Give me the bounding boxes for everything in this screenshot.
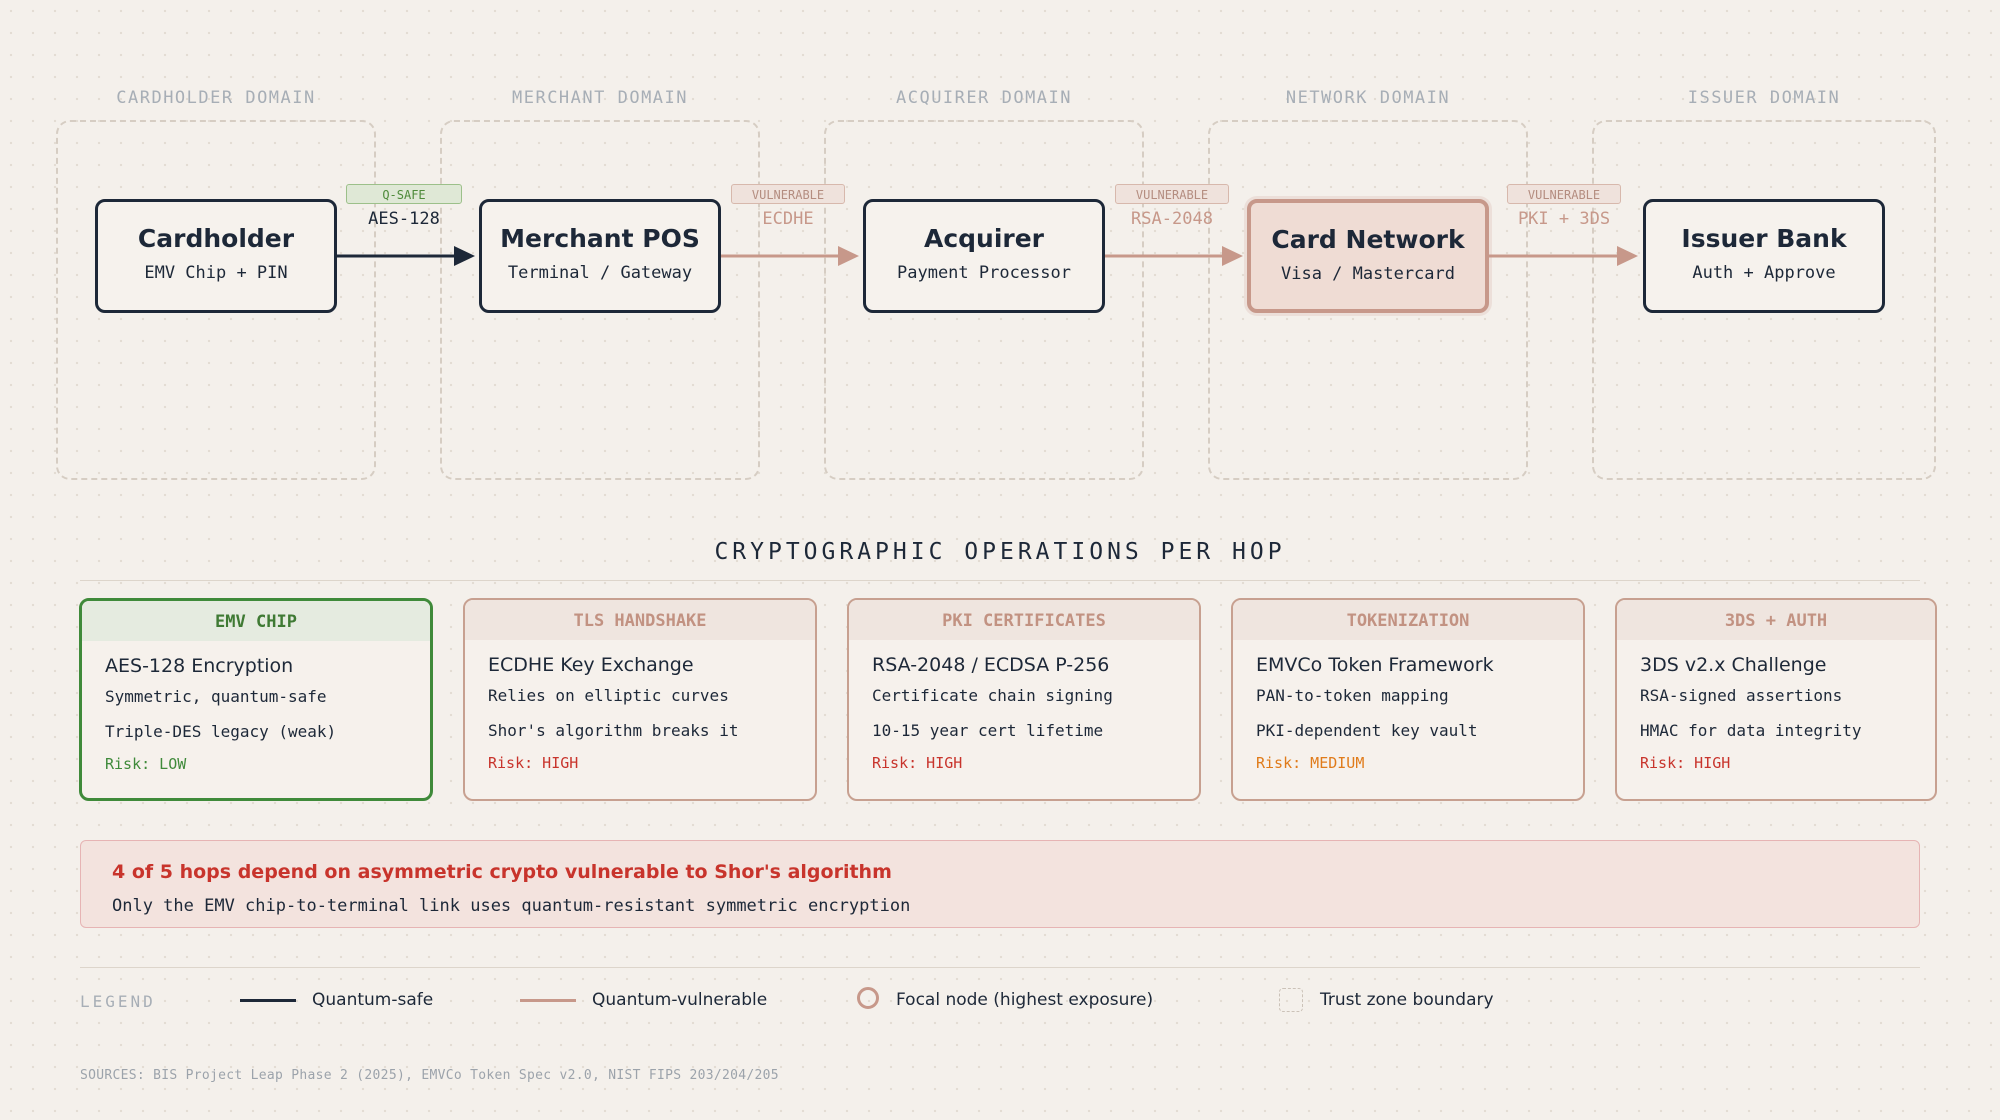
card-tokenization: TOKENIZATION EMVCo Token Framework PAN-t… bbox=[1231, 598, 1585, 801]
edge-protocol-rsa: RSA-2048 bbox=[1131, 209, 1213, 229]
node-merchant-pos[interactable]: Merchant POS Terminal / Gateway bbox=[479, 199, 721, 313]
zone-label-issuer: ISSUER DOMAIN bbox=[1687, 88, 1841, 108]
legend-quantum-safe: Quantum-safe bbox=[312, 990, 434, 1010]
legend-quantum-vulnerable: Quantum-vulnerable bbox=[592, 990, 768, 1010]
edge-badge-vulnerable: VULNERABLE bbox=[1115, 184, 1229, 204]
node-card-network[interactable]: Card Network Visa / Mastercard bbox=[1247, 199, 1489, 313]
card-risk-medium: Risk: MEDIUM bbox=[1256, 754, 1365, 772]
node-subtitle: Visa / Mastercard bbox=[1281, 264, 1455, 284]
section-divider bbox=[80, 580, 1920, 581]
legend-swatch-quantum-safe bbox=[240, 999, 296, 1002]
node-issuer-bank[interactable]: Issuer Bank Auth + Approve bbox=[1643, 199, 1885, 313]
zone-label-merchant: MERCHANT DOMAIN bbox=[511, 88, 689, 108]
card-header: EMV CHIP bbox=[82, 601, 430, 641]
node-cardholder[interactable]: Cardholder EMV Chip + PIN bbox=[95, 199, 337, 313]
card-detail: PKI-dependent key vault bbox=[1256, 721, 1478, 740]
card-3ds-auth: 3DS + AUTH 3DS v2.x Challenge RSA-signed… bbox=[1615, 598, 1937, 801]
node-subtitle: EMV Chip + PIN bbox=[144, 263, 288, 283]
card-detail: Shor's algorithm breaks it bbox=[488, 721, 739, 740]
card-risk-high: Risk: HIGH bbox=[488, 754, 579, 772]
card-risk-high: Risk: HIGH bbox=[1640, 754, 1731, 772]
edge-protocol-aes: AES-128 bbox=[368, 209, 440, 229]
edge-badge-vulnerable: VULNERABLE bbox=[731, 184, 845, 204]
card-pki-certificates: PKI CERTIFICATES RSA-2048 / ECDSA P-256 … bbox=[847, 598, 1201, 801]
card-emv-chip: EMV CHIP AES-128 Encryption Symmetric, q… bbox=[79, 598, 433, 801]
focal-node-circle-icon bbox=[857, 987, 879, 1009]
edge-badge-vulnerable: VULNERABLE bbox=[1507, 184, 1621, 204]
node-title: Merchant POS bbox=[500, 224, 700, 253]
edge-protocol-pki-3ds: PKI + 3DS bbox=[1517, 209, 1611, 229]
edge-arrow-acquirer-network bbox=[1222, 246, 1243, 266]
node-subtitle: Auth + Approve bbox=[1692, 263, 1836, 283]
edge-arrow-network-issuer bbox=[1617, 246, 1638, 266]
legend-swatch-quantum-vulnerable bbox=[520, 999, 576, 1002]
alert-subtitle: Only the EMV chip-to-terminal link uses … bbox=[112, 896, 911, 916]
node-title: Cardholder bbox=[137, 224, 295, 253]
node-subtitle: Payment Processor bbox=[897, 263, 1071, 283]
node-subtitle: Terminal / Gateway bbox=[507, 263, 693, 283]
legend-trust-zone: Trust zone boundary bbox=[1320, 990, 1494, 1010]
alert-title: 4 of 5 hops depend on asymmetric crypto … bbox=[112, 861, 892, 883]
card-header: TOKENIZATION bbox=[1233, 600, 1583, 640]
card-header: TLS HANDSHAKE bbox=[465, 600, 815, 640]
card-title: 3DS v2.x Challenge bbox=[1640, 654, 1827, 676]
section-title: CRYPTOGRAPHIC OPERATIONS PER HOP bbox=[714, 539, 1286, 565]
card-header: PKI CERTIFICATES bbox=[849, 600, 1199, 640]
zone-boundary-acquirer bbox=[824, 120, 1144, 480]
node-title: Issuer Bank bbox=[1681, 224, 1847, 253]
edge-badge-q-safe: Q-SAFE bbox=[346, 184, 462, 204]
card-detail: 10-15 year cert lifetime bbox=[872, 721, 1104, 740]
zone-label-network: NETWORK DOMAIN bbox=[1285, 88, 1451, 108]
card-header: 3DS + AUTH bbox=[1617, 600, 1935, 640]
legend-focal-node: Focal node (highest exposure) bbox=[896, 990, 1154, 1010]
zone-boundary-cardholder bbox=[56, 120, 376, 480]
card-detail: Certificate chain signing bbox=[872, 686, 1113, 705]
edge-arrow-cardholder-merchant bbox=[454, 246, 475, 266]
card-tls-handshake: TLS HANDSHAKE ECDHE Key Exchange Relies … bbox=[463, 598, 817, 801]
card-detail: Relies on elliptic curves bbox=[488, 686, 729, 705]
legend-divider bbox=[80, 967, 1920, 968]
trust-zone-icon bbox=[1279, 988, 1303, 1012]
legend-label: LEGEND bbox=[80, 992, 156, 1011]
card-title: EMVCo Token Framework bbox=[1256, 654, 1494, 676]
node-title: Card Network bbox=[1271, 225, 1465, 254]
card-title: AES-128 Encryption bbox=[105, 655, 294, 677]
card-detail: Symmetric, quantum-safe bbox=[105, 687, 327, 706]
edge-arrow-merchant-acquirer bbox=[838, 246, 859, 266]
node-acquirer[interactable]: Acquirer Payment Processor bbox=[863, 199, 1105, 313]
card-title: ECDHE Key Exchange bbox=[488, 654, 694, 676]
card-risk-high: Risk: HIGH bbox=[872, 754, 963, 772]
card-detail: Triple-DES legacy (weak) bbox=[105, 722, 337, 741]
card-detail: PAN-to-token mapping bbox=[1256, 686, 1449, 705]
node-title: Acquirer bbox=[923, 224, 1045, 253]
card-detail: RSA-signed assertions bbox=[1640, 686, 1843, 705]
card-detail: HMAC for data integrity bbox=[1640, 721, 1862, 740]
zone-label-acquirer: ACQUIRER DOMAIN bbox=[895, 88, 1073, 108]
sources-footnote: SOURCES: BIS Project Leap Phase 2 (2025)… bbox=[80, 1068, 779, 1083]
zone-boundary-network bbox=[1208, 120, 1528, 480]
card-risk-low: Risk: LOW bbox=[105, 755, 187, 773]
zone-boundary-issuer bbox=[1592, 120, 1936, 480]
zone-boundary-merchant bbox=[440, 120, 760, 480]
card-title: RSA-2048 / ECDSA P-256 bbox=[872, 654, 1110, 676]
vulnerability-alert: 4 of 5 hops depend on asymmetric crypto … bbox=[80, 840, 1920, 928]
zone-label-cardholder: CARDHOLDER DOMAIN bbox=[116, 88, 316, 108]
edge-protocol-ecdhe: ECDHE bbox=[762, 209, 814, 229]
